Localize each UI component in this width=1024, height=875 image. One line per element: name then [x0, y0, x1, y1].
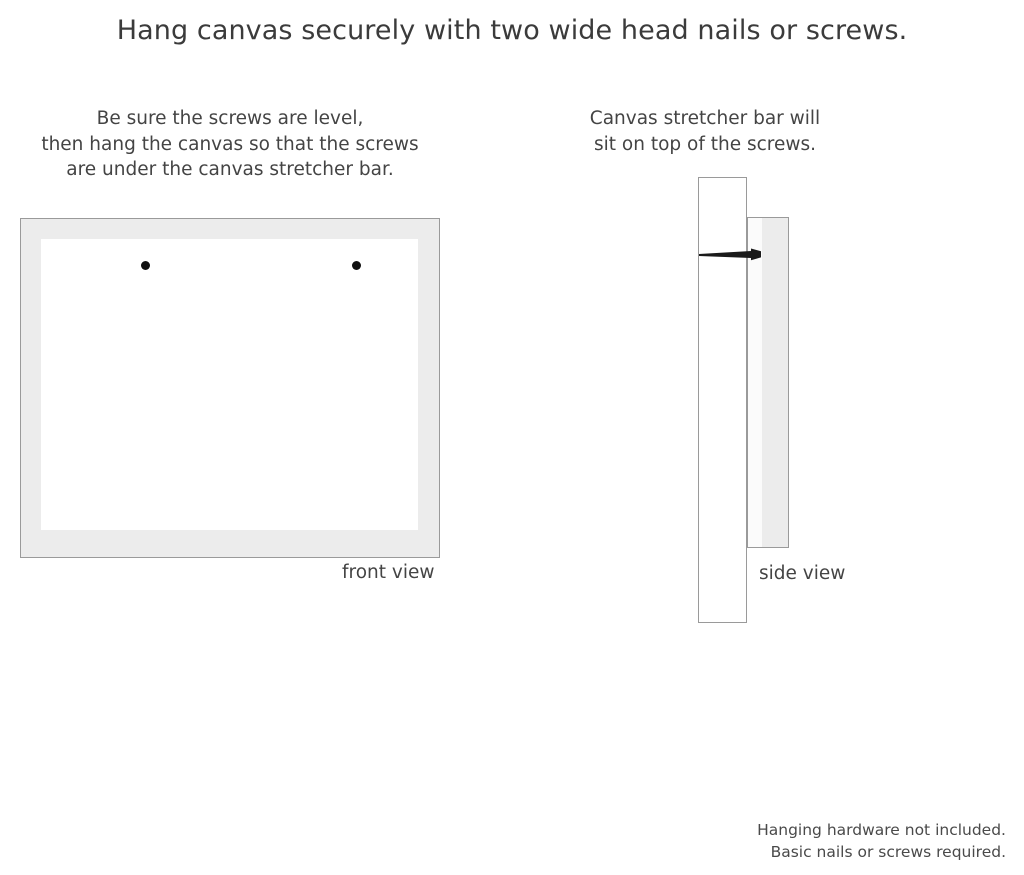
page-title: Hang canvas securely with two wide head … — [116, 15, 908, 46]
footer-line-2: Basic nails or screws required. — [770, 843, 1006, 861]
canvas-stretcher-bar — [747, 217, 789, 548]
front-view-caption: Be sure the screws are level, then hang … — [10, 106, 450, 183]
front-view-caption-line-3: are under the canvas stretcher bar. — [66, 159, 394, 180]
side-view-caption: Canvas stretcher bar will sit on top of … — [570, 106, 840, 157]
footer-line-1: Hanging hardware not included. — [757, 821, 1006, 839]
side-view-label: side view — [759, 563, 846, 584]
stretcher-bar-inner-face — [748, 218, 762, 547]
wide-head-nail-icon — [699, 248, 761, 261]
screw-head-left-icon — [141, 261, 150, 270]
front-view-caption-line-2: then hang the canvas so that the screws — [41, 133, 419, 155]
side-view-caption-line-1: Canvas stretcher bar will — [589, 108, 821, 129]
side-view-caption-line-2: sit on top of the screws. — [593, 133, 817, 155]
wall-cross-section — [698, 177, 747, 623]
canvas-face — [41, 239, 418, 530]
footer-disclaimer: Hanging hardware not included. Basic nai… — [757, 819, 1006, 863]
front-view-caption-line-1: Be sure the screws are level, — [96, 108, 364, 129]
front-view-label: front view — [342, 562, 435, 583]
front-view-diagram — [20, 218, 440, 558]
screw-head-right-icon — [352, 261, 361, 270]
canvas-frame-outline — [20, 218, 440, 558]
side-view-diagram — [698, 177, 808, 627]
